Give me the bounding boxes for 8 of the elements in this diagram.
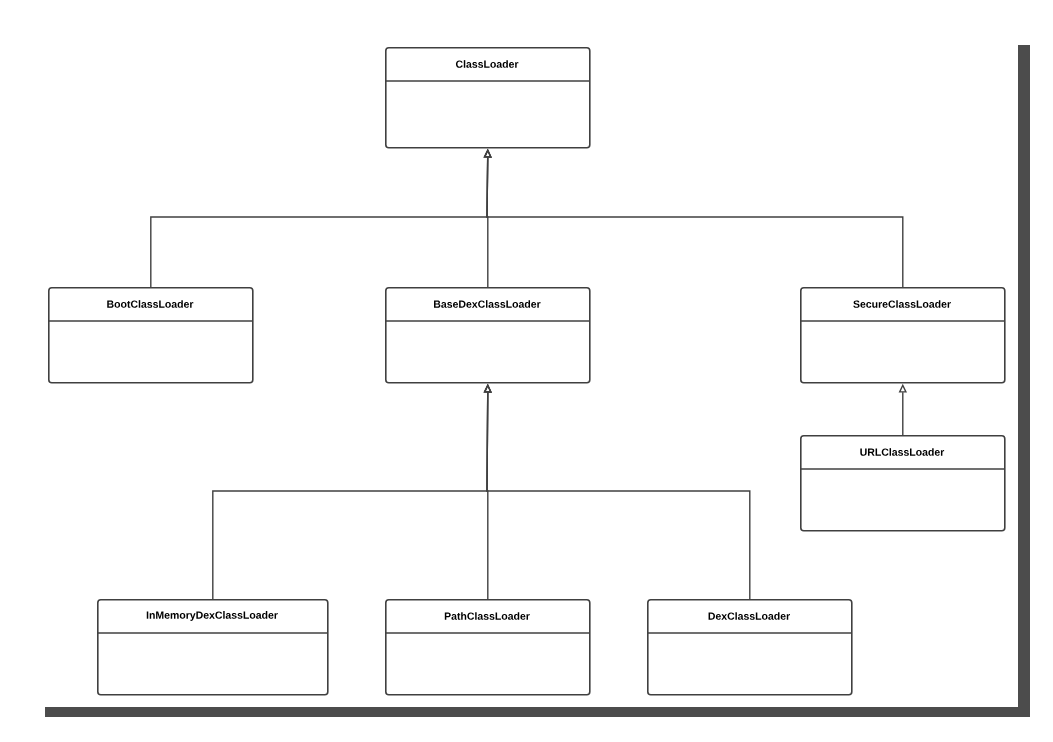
class-box: ClassLoader: [384, 47, 591, 149]
class-box: DexClassLoader: [646, 599, 853, 696]
class-box: URLClassLoader: [799, 435, 1006, 532]
class-box: BaseDexClassLoader: [384, 287, 591, 384]
class-box: PathClassLoader: [384, 599, 591, 696]
class-box: InMemoryDexClassLoader: [96, 599, 329, 696]
class-box: BootClassLoader: [47, 287, 254, 384]
class-box: SecureClassLoader: [799, 287, 1006, 384]
